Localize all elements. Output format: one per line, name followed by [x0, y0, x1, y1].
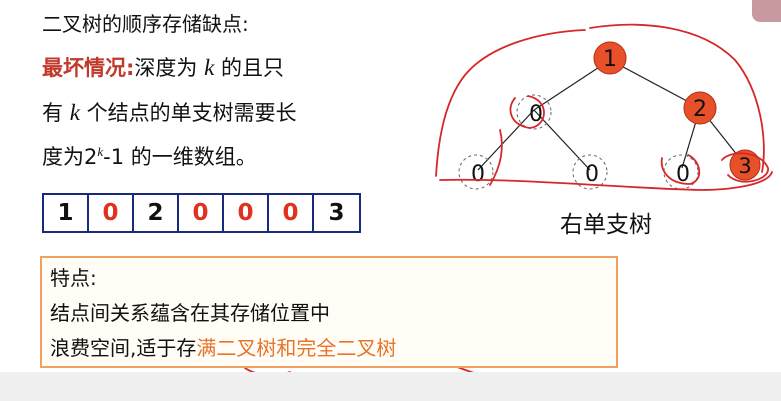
feature-line-2: 浪费空间,适于存满二叉树和完全二叉树 [50, 332, 396, 361]
tree-node-root: 1 [593, 41, 627, 75]
array-cell: 0 [89, 195, 134, 231]
tree-node-2: 2 [683, 91, 717, 125]
worst-line2-b: 个结点的单支树需要长 [79, 101, 297, 125]
tree-node-empty: 0 [572, 154, 608, 190]
node-label: 2 [693, 97, 707, 122]
worst-case-line-2: 有 k 个结点的单支树需要长 [42, 97, 297, 127]
node-label: 0 [471, 162, 485, 187]
array-cell: 0 [269, 195, 314, 231]
handwritten-annotations [167, 23, 773, 390]
feature-line-2-highlight: 满二叉树和完全二叉树 [196, 336, 397, 360]
worst-case-label: 最坏情况: [42, 56, 135, 80]
tree-node-empty: 0 [458, 154, 494, 190]
features-box: 特点: 结点间关系蕴含在其存储位置中 浪费空间,适于存满二叉树和完全二叉树 [40, 256, 618, 368]
feature-line-1: 结点间关系蕴含在其存储位置中 [50, 301, 330, 325]
features-title: 特点: [50, 266, 97, 290]
bottom-bar [0, 372, 781, 401]
tree-node-empty: 0 [516, 94, 552, 130]
array-cell: 2 [134, 195, 179, 231]
page-title: 二叉树的顺序存储缺点: [42, 12, 249, 36]
node-label: 3 [738, 154, 751, 178]
feature-line-2-plain: 浪费空间,适于存 [50, 336, 197, 360]
worst-text-b: 的且只 [214, 56, 284, 80]
worst-text-a: 深度为 [134, 56, 205, 80]
node-label: 0 [676, 162, 690, 187]
sequential-array: 1 0 2 0 0 0 3 [42, 193, 361, 233]
presenter-avatar [752, 0, 781, 22]
array-cell: 0 [179, 195, 224, 231]
k-variable-2: k [69, 100, 80, 125]
worst-line3-b: -1 的一维数组。 [103, 145, 257, 169]
node-label: 0 [529, 102, 543, 127]
array-cell: 3 [328, 200, 345, 226]
node-label: 0 [585, 162, 599, 187]
array-cell: 1 [44, 195, 89, 231]
worst-case-line-1: 最坏情况:深度为 k 的且只 [42, 52, 284, 82]
array-cell: 0 [224, 195, 269, 231]
exponent-k: k [97, 144, 104, 159]
k-variable: k [204, 55, 215, 80]
worst-line2-a: 有 [42, 101, 70, 125]
tree-node-3: 3 [729, 149, 761, 181]
worst-case-line-3: 度为2k-1 的一维数组。 [42, 141, 257, 171]
worst-line3-a: 度为2 [42, 145, 98, 169]
node-label: 1 [603, 47, 617, 72]
tree-caption: 右单支树 [560, 212, 652, 238]
